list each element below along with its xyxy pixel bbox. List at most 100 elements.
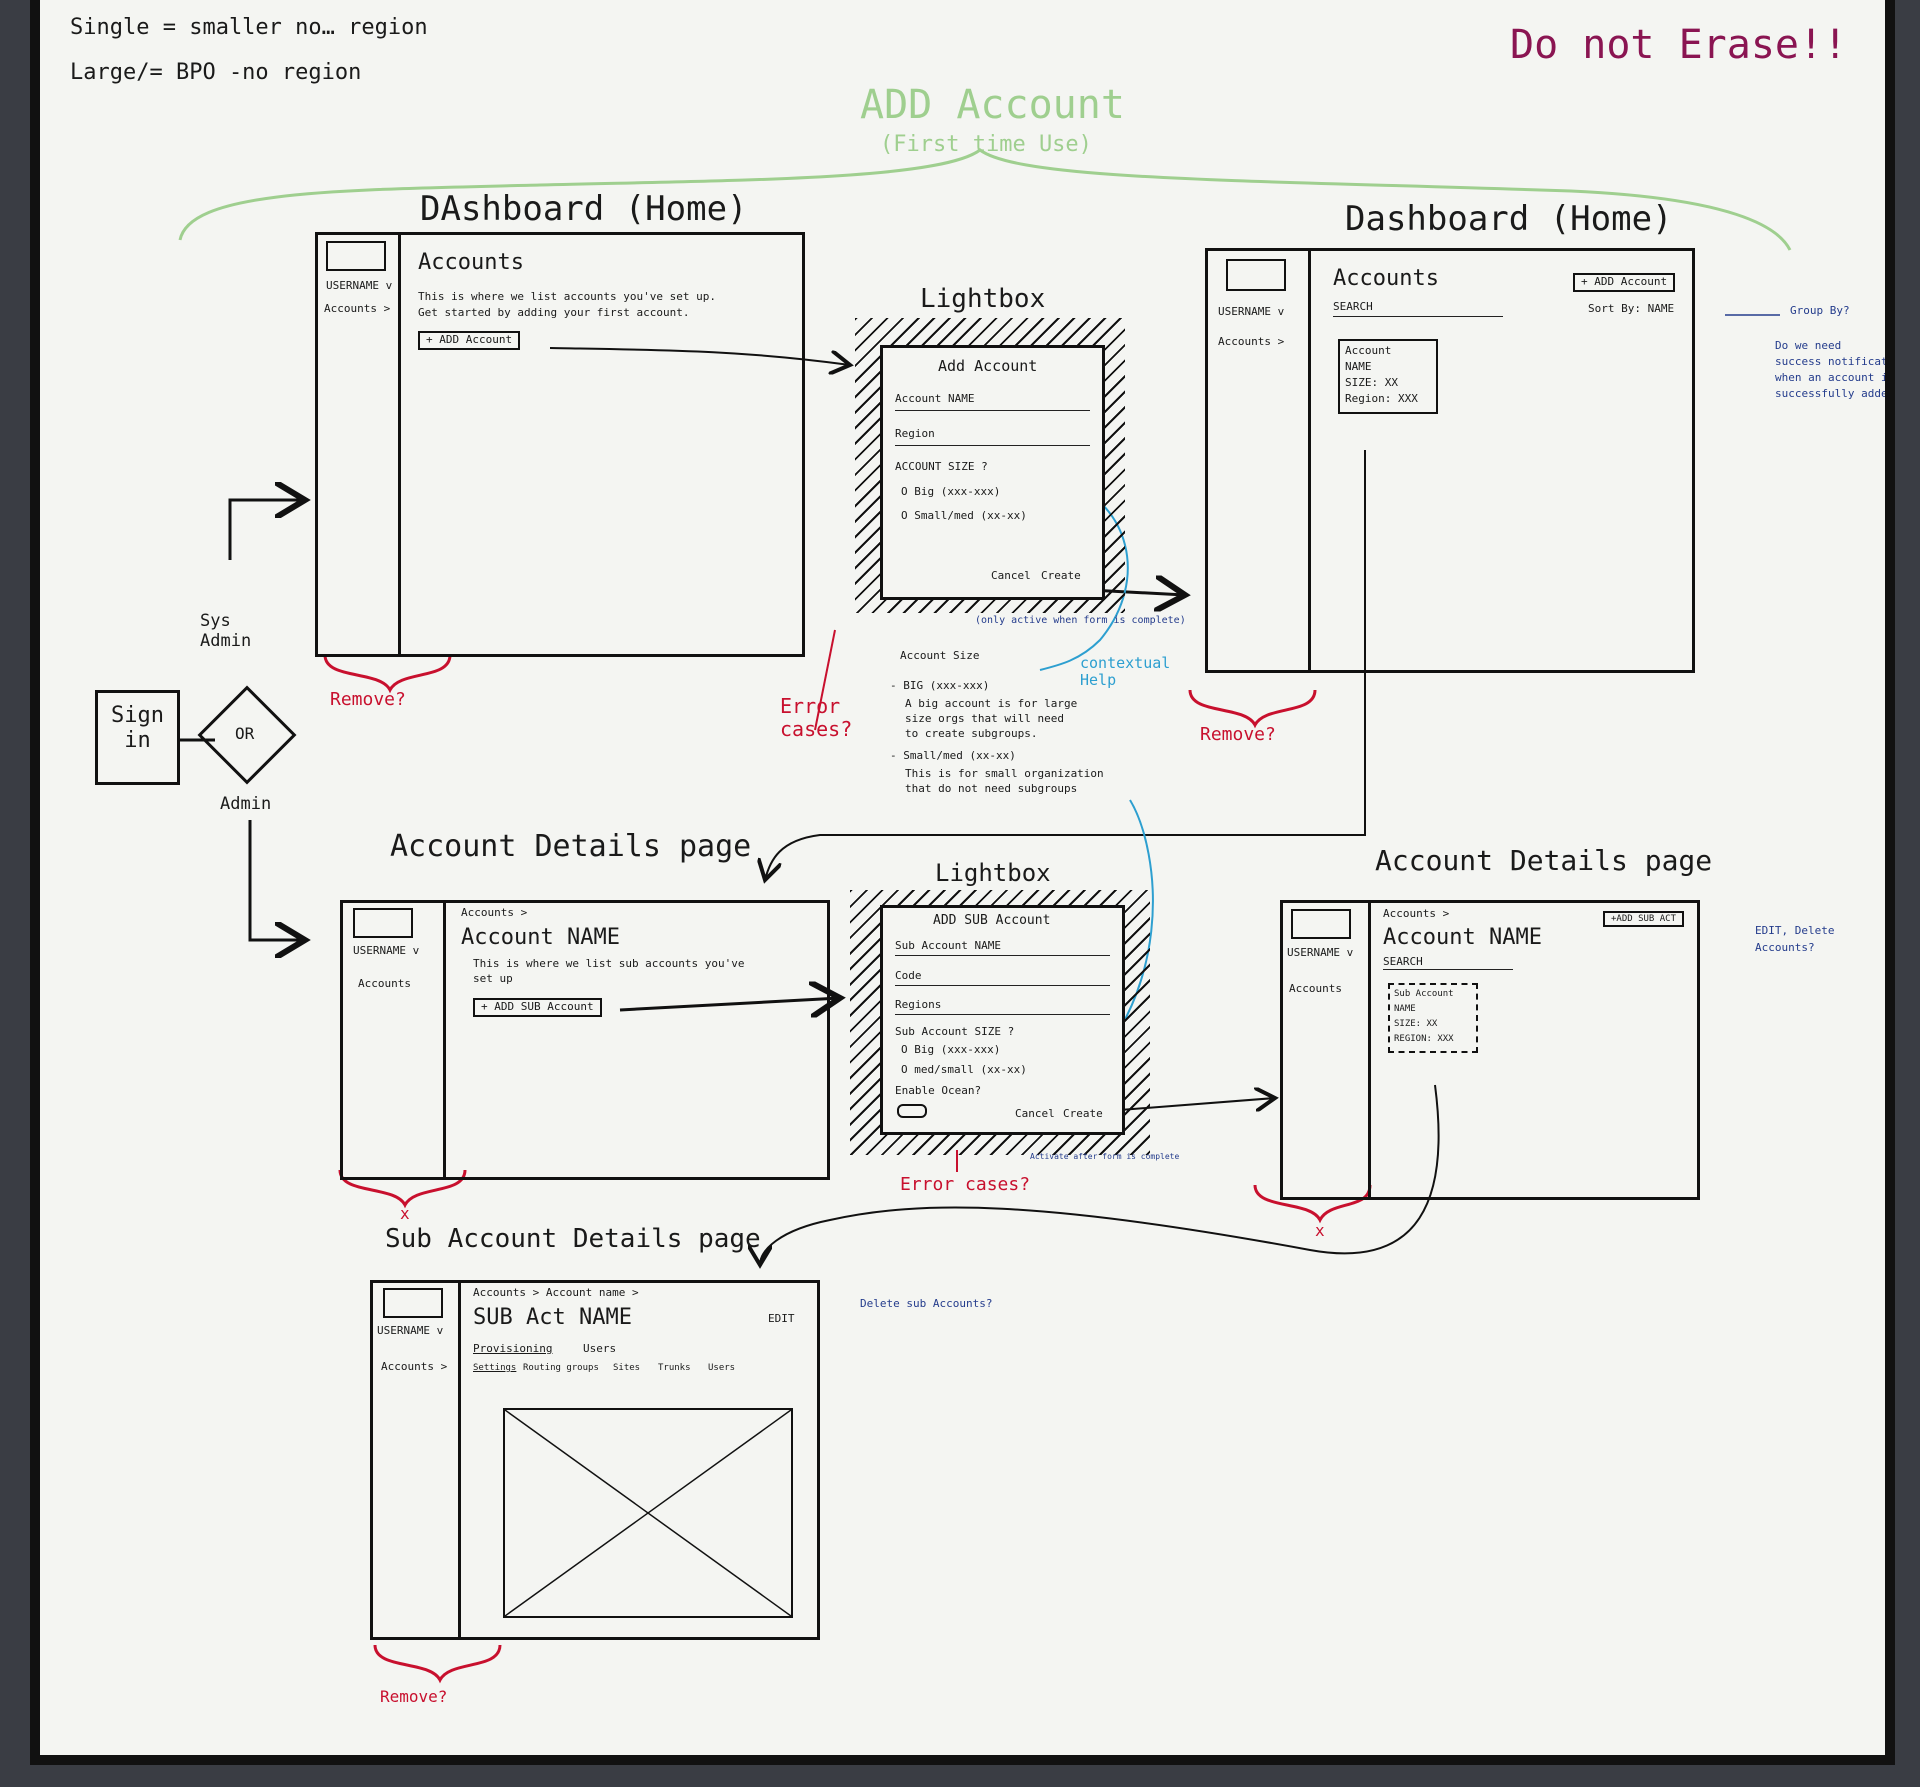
- subdetails-heading: SUB Act NAME: [473, 1305, 632, 1330]
- enable-ocean-label: Enable Ocean?: [895, 1084, 982, 1097]
- breadcrumb[interactable]: Accounts > Account name >: [473, 1286, 639, 1299]
- username-dropdown[interactable]: USERNAME v: [353, 944, 420, 957]
- help-big-desc1: A big account is for large: [905, 697, 1078, 710]
- sub-size-option-small[interactable]: O med/small (xx-xx): [901, 1063, 1027, 1076]
- size-option-small[interactable]: O Small/med (xx-xx): [901, 509, 1027, 522]
- logo-placeholder: [353, 908, 413, 938]
- sidebar-item-accounts[interactable]: Accounts >: [1218, 335, 1285, 348]
- tab-provisioning[interactable]: Provisioning: [473, 1342, 553, 1355]
- logo-placeholder: [326, 241, 386, 271]
- card-line4: Region: XXX: [1345, 392, 1418, 405]
- lightbox1-heading: Add Account: [938, 357, 1038, 375]
- breadcrumb[interactable]: Accounts >: [1383, 907, 1450, 920]
- region-field[interactable]: Region: [895, 427, 935, 440]
- account-size-label: ACCOUNT SIZE ?: [895, 460, 988, 473]
- cancel-button[interactable]: Cancel: [991, 569, 1031, 582]
- code-field[interactable]: Code: [895, 969, 922, 982]
- add-account-brace: [178, 148, 1792, 251]
- dashboard1-sidebar: [318, 235, 401, 654]
- subtab-trunks[interactable]: Trunks: [658, 1363, 691, 1373]
- error-cases-note-1: Error cases?: [780, 694, 853, 741]
- username-dropdown[interactable]: USERNAME v: [1218, 305, 1285, 318]
- help-item-small: - Small/med (xx-xx): [890, 749, 1016, 762]
- subdetails-sidebar: [373, 1283, 461, 1637]
- logo-placeholder: [1291, 909, 1351, 939]
- card-line3: SIZE: XX: [1345, 376, 1398, 389]
- breadcrumb[interactable]: Accounts >: [461, 906, 528, 919]
- enable-ocean-toggle[interactable]: [897, 1104, 927, 1118]
- success-note-1: Do we need: [1775, 339, 1842, 352]
- sidebar-item-accounts[interactable]: Accounts: [358, 977, 411, 990]
- add-account-button[interactable]: + ADD Account: [418, 331, 521, 350]
- details2-heading: Account NAME: [1383, 925, 1542, 950]
- signin-box: Sign in: [95, 690, 180, 785]
- help-small-desc2: that do not need subgroups: [905, 782, 1078, 795]
- placeholder-cross: [505, 1410, 791, 1616]
- sub-account-name-field[interactable]: Sub Account NAME: [895, 939, 1001, 952]
- lightbox1-dialog: Add Account Account NAME Region ACCOUNT …: [880, 345, 1105, 600]
- add-sub-act-button[interactable]: +ADD SUB ACT: [1603, 911, 1685, 928]
- account-name-field[interactable]: Account NAME: [895, 392, 975, 405]
- username-dropdown[interactable]: USERNAME v: [326, 279, 393, 292]
- help-big-desc2: size orgs that will need: [905, 712, 1064, 725]
- lightbox2-heading: ADD SUB Account: [933, 913, 1051, 928]
- sub-size-option-big[interactable]: O Big (xxx-xxx): [901, 1043, 1001, 1056]
- decision-label: OR: [235, 724, 255, 743]
- remove-brace-2: [1188, 689, 1317, 729]
- subtab-settings[interactable]: Settings: [473, 1363, 517, 1373]
- dashboard2-sidebar: [1208, 251, 1311, 670]
- dashboard1-desc1: This is where we list accounts you've se…: [418, 290, 717, 303]
- remove-brace-4: [1253, 1184, 1372, 1224]
- top-note-2: Large/= BPO -no region: [70, 60, 362, 85]
- create-button[interactable]: Create: [1063, 1107, 1103, 1120]
- flow-title: ADD Account: [860, 82, 1125, 128]
- add-sub-account-button[interactable]: + ADD SUB Account: [473, 998, 602, 1017]
- logo-placeholder: [1226, 259, 1286, 291]
- details1-desc2: set up: [473, 972, 513, 985]
- card-line2: NAME: [1394, 1004, 1416, 1014]
- dashboard1-title: DAshboard (Home): [420, 189, 748, 229]
- cancel-button[interactable]: Cancel: [1015, 1107, 1055, 1120]
- remove-brace-3: [338, 1169, 467, 1209]
- remove-brace-1: [323, 654, 452, 694]
- size-option-big[interactable]: O Big (xxx-xxx): [901, 485, 1001, 498]
- search-input[interactable]: SEARCH: [1383, 955, 1423, 968]
- account-card[interactable]: Account NAME SIZE: XX Region: XXX: [1338, 339, 1438, 414]
- username-dropdown[interactable]: USERNAME v: [1287, 946, 1354, 959]
- success-note-2: success notifications: [1775, 355, 1895, 368]
- admin-label: Admin: [220, 794, 272, 814]
- create-activate-note: Activate after form is complete: [1030, 1152, 1180, 1161]
- create-button[interactable]: Create: [1041, 569, 1081, 582]
- signin-label: Sign in: [111, 703, 164, 754]
- add-account-button[interactable]: + ADD Account: [1573, 273, 1676, 292]
- help-heading: Account Size: [900, 649, 980, 662]
- sort-dropdown[interactable]: Sort By: NAME: [1588, 302, 1675, 315]
- search-input[interactable]: SEARCH: [1333, 300, 1373, 313]
- sys-admin-label: Sys Admin: [200, 611, 252, 651]
- error-cases-note-2: Error cases?: [900, 1174, 1031, 1195]
- remove-note-1: Remove?: [330, 689, 406, 710]
- username-dropdown[interactable]: USERNAME v: [377, 1324, 444, 1337]
- details1-sidebar: [343, 903, 446, 1177]
- delete-sub-accounts-note: Delete sub Accounts?: [860, 1297, 993, 1310]
- sidebar-item-accounts[interactable]: Accounts >: [381, 1360, 448, 1373]
- subtab-users[interactable]: Users: [708, 1363, 736, 1373]
- edit-delete-note-2: Accounts?: [1755, 941, 1815, 954]
- help-big-desc3: to create subgroups.: [905, 727, 1038, 740]
- top-note-1: Single = smaller no… region: [70, 15, 428, 40]
- do-not-erase-note: Do not Erase!!: [1510, 22, 1848, 68]
- sub-account-card[interactable]: Sub Account NAME SIZE: XX REGION: XXX: [1388, 983, 1478, 1053]
- card-line3: SIZE: XX: [1394, 1019, 1438, 1029]
- sidebar-item-accounts[interactable]: Accounts: [1289, 982, 1342, 995]
- card-line4: REGION: XXX: [1394, 1034, 1454, 1044]
- subtab-routing-groups[interactable]: Routing groups: [523, 1363, 599, 1373]
- subdetails-title: Sub Account Details page: [385, 1224, 761, 1254]
- edit-delete-note-1: EDIT, Delete: [1755, 924, 1835, 937]
- logo-placeholder: [383, 1288, 443, 1318]
- subtab-sites[interactable]: Sites: [613, 1363, 641, 1373]
- create-note: (only active when form is complete): [975, 615, 1186, 626]
- regions-field[interactable]: Regions: [895, 998, 942, 1011]
- edit-button[interactable]: EDIT: [768, 1312, 795, 1325]
- tab-users[interactable]: Users: [583, 1342, 617, 1355]
- sidebar-item-accounts[interactable]: Accounts >: [324, 302, 391, 315]
